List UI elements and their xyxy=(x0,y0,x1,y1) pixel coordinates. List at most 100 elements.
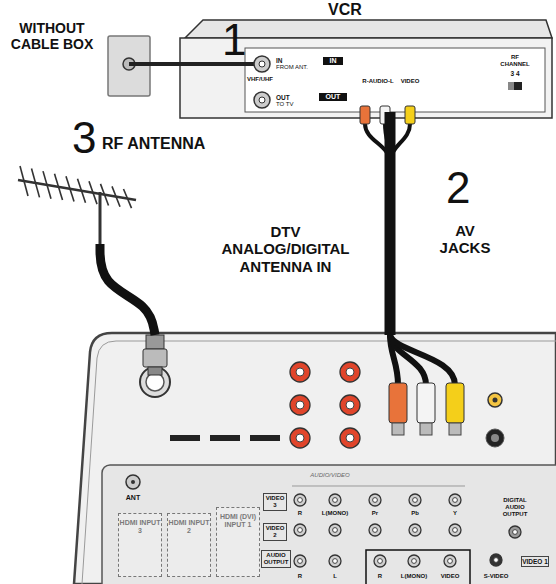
rca-jack xyxy=(296,401,304,409)
rca-jack xyxy=(333,498,338,503)
rca-jack xyxy=(294,555,306,567)
rca-jack xyxy=(444,555,456,567)
cable xyxy=(150,62,245,66)
av-cable-fanout xyxy=(389,335,464,435)
jack-label: ANT xyxy=(118,494,148,502)
jack-label: VIDEO xyxy=(436,573,464,580)
port-label: HDMI INPUT 2 xyxy=(168,519,210,535)
rca-jack xyxy=(340,362,360,382)
rca-jack xyxy=(340,428,360,448)
rca-jack xyxy=(369,494,381,506)
rca-jack xyxy=(449,524,461,536)
jack-label: FROM ANT. xyxy=(276,64,308,71)
jack-label: R xyxy=(292,510,308,517)
rca-jack xyxy=(409,494,421,506)
jack-label: IN xyxy=(323,57,343,65)
device-label: RF ANTENNA xyxy=(102,135,205,153)
rca-jack xyxy=(346,368,354,376)
rca-jack xyxy=(408,555,420,567)
jack-label: DIGITAL AUDIO OUTPUT xyxy=(498,497,532,518)
vcr-body xyxy=(508,82,522,90)
rca-jack xyxy=(490,554,502,566)
antenna-connector xyxy=(140,367,170,397)
jack-label: AV JACKS xyxy=(436,222,494,257)
device-label: DTV ANALOG/DIGITAL ANTENNA IN xyxy=(218,223,353,275)
rca-jack xyxy=(294,494,306,506)
jack-label: TO TV xyxy=(276,101,293,108)
hdmi-port: HDMI INPUT 2 xyxy=(167,513,211,577)
antenna-connector xyxy=(143,349,167,367)
rca-jack xyxy=(290,428,310,448)
jack-label: RF CHANNEL xyxy=(498,54,532,68)
jack-label: VIDEO 1 xyxy=(521,556,549,567)
rf-antenna xyxy=(78,179,86,203)
callout-number: 2 xyxy=(446,166,470,210)
tv-back-panel xyxy=(170,435,200,441)
port-label: HDMI INPUT 3 xyxy=(119,519,161,535)
rca-jack xyxy=(494,558,499,563)
jack-label: R xyxy=(372,573,388,580)
jack-label: L(MONO) xyxy=(397,573,431,580)
tv-back-panel xyxy=(102,465,556,584)
rca-jack xyxy=(409,524,421,536)
tv-side-jacks xyxy=(488,393,502,407)
rca-jack xyxy=(329,555,341,567)
rf-antenna xyxy=(112,186,120,206)
vcr-body xyxy=(259,97,265,103)
rca-jack xyxy=(449,494,461,506)
antenna-connector xyxy=(140,335,170,397)
rca-jack xyxy=(294,555,306,567)
cable xyxy=(100,244,155,335)
vcr-body xyxy=(245,48,545,112)
jack-label: L xyxy=(327,573,343,580)
ant-jack xyxy=(126,475,140,489)
tv-back-panel xyxy=(250,435,280,441)
vcr-out-plugs xyxy=(360,106,370,124)
rca-jack xyxy=(298,498,303,503)
rca-jack xyxy=(340,362,360,382)
rca-jack xyxy=(294,494,306,506)
rca-jack xyxy=(513,530,518,535)
av-cable-fanout xyxy=(389,383,407,423)
hdmi-port: HDMI (DVI) INPUT 1 xyxy=(216,507,260,577)
rca-jack xyxy=(333,559,338,564)
rca-jack xyxy=(369,494,381,506)
av-cable-fanout xyxy=(420,423,432,435)
rca-jack xyxy=(453,528,458,533)
vcr-body xyxy=(508,82,514,90)
rca-jack xyxy=(509,526,521,538)
rca-jack xyxy=(509,526,521,538)
rca-jack xyxy=(296,434,304,442)
av-cable-fanout xyxy=(446,383,464,423)
rca-jack xyxy=(444,555,456,567)
wall-plate xyxy=(129,62,150,66)
port-label: HDMI (DVI) INPUT 1 xyxy=(217,513,259,529)
vcr-out-plugs xyxy=(405,106,415,124)
rca-jack xyxy=(329,494,341,506)
jack-label: S-VIDEO xyxy=(478,573,514,580)
rf-antenna xyxy=(20,166,28,196)
rca-jack xyxy=(448,559,453,564)
rca-jack xyxy=(290,362,310,382)
tv-side-jacks xyxy=(486,429,504,447)
rca-jack xyxy=(329,555,341,567)
antenna-connector xyxy=(146,335,164,349)
av-cable-fanout xyxy=(417,383,435,423)
rca-jack xyxy=(453,498,458,503)
rca-jack xyxy=(412,559,417,564)
vcr-body xyxy=(259,61,265,67)
device-label: VCR xyxy=(315,1,375,19)
rca-jack xyxy=(373,498,378,503)
rca-jack xyxy=(374,555,386,567)
jack-label: VHF/UHF xyxy=(247,76,273,83)
rf-antenna xyxy=(55,174,63,200)
vcr-body xyxy=(254,92,270,108)
rca-jack xyxy=(296,368,304,376)
hdmi-port: HDMI INPUT 3 xyxy=(118,513,162,577)
rf-antenna xyxy=(32,169,40,198)
tv-back-panel xyxy=(210,435,240,441)
tv-back-panel xyxy=(292,486,465,487)
jack-label: OUT xyxy=(319,93,347,101)
jack-label: Y xyxy=(447,510,463,517)
rca-jack xyxy=(333,528,338,533)
